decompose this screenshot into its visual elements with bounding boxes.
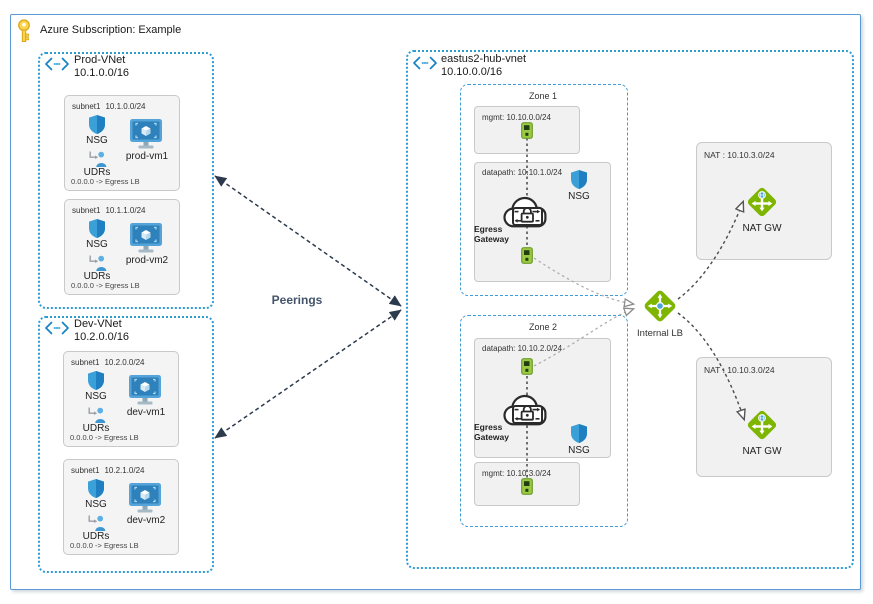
subnet-card: subnet1 10.1.0.0/24 NSG UDRs prod-vm1 0.0… [64,95,180,191]
nsg-shield-icon [89,115,105,134]
internal-lb-label: Internal LB [637,328,683,339]
subnet-name: subnet1 [71,358,100,367]
subnet-title: subnet1 10.1.0.0/24 [72,102,146,111]
vm-label: dev-vm1 [126,407,166,418]
zone1-datapath-label: datapath: 10.10.1.0/24 [482,168,563,177]
key-icon [16,19,32,43]
nic-icon [521,247,533,264]
subnet-name: subnet1 [72,102,101,111]
nat-gateway-icon [744,184,780,220]
route-label: 0.0.0.0 -> Egress LB [71,177,140,186]
udrs-label: UDRs [82,531,110,542]
zone1-label: Zone 1 [528,91,558,101]
nsg-label: NSG [568,191,590,202]
dev-vnet-name: Dev-VNet [74,318,122,330]
subnet-cidr: 10.1.0.0/24 [105,102,146,111]
nic-icon [521,122,533,139]
nsg-shield-icon [571,424,587,443]
egress-gateway-label: Egress Gateway [474,224,509,244]
prod-vnet-cidr: 10.1.0.0/16 [74,67,130,79]
subnet-title: subnet1 10.2.1.0/24 [71,466,145,475]
udr-icon [87,254,107,271]
vnet-icon [412,56,438,70]
subnet-name: subnet1 [72,206,101,215]
route-label: 0.0.0.0 -> Egress LB [71,281,140,290]
hub-vnet-box [406,50,854,569]
vnet-icon [44,321,70,335]
subnet-cidr: 10.1.1.0/24 [105,206,146,215]
udr-icon [87,150,107,167]
zone1-mgmt-label: mgmt: 10.10.0.0/24 [482,113,551,122]
nsg-shield-icon [571,170,587,189]
route-label: 0.0.0.0 -> Egress LB [70,541,139,550]
nic-icon [521,358,533,375]
nsg-label: NSG [86,135,108,146]
subnet-title: subnet1 10.2.0.0/24 [71,358,145,367]
vnet-icon [44,57,70,71]
subnet-name: subnet1 [71,466,100,475]
zone2-label: Zone 2 [528,322,558,332]
subscription-label: Azure Subscription: Example [40,24,182,36]
subnet-card: subnet1 10.2.1.0/24 NSG UDRs dev-vm2 0.0.… [63,459,179,555]
udr-icon [86,406,106,423]
zone2-datapath-label: datapath: 10.10.2.0/24 [482,344,563,353]
nsg-label: NSG [85,499,107,510]
subnet-card: subnet1 10.1.1.0/24 NSG UDRs prod-vm2 0.0… [64,199,180,295]
route-label: 0.0.0.0 -> Egress LB [70,433,139,442]
prod-vnet-box [38,52,214,309]
nsg-shield-icon [89,219,105,238]
internal-lb-icon [640,286,680,326]
subnet-cidr: 10.2.0.0/24 [104,358,145,367]
vm-label: prod-vm2 [125,255,169,266]
nsg-shield-icon [88,371,104,390]
nsg-label: NSG [568,445,590,456]
nat-gw-label: NAT GW [742,223,782,234]
subnet-card: subnet1 10.2.0.0/24 NSG UDRs dev-vm1 0.0.… [63,351,179,447]
prod-vnet-name: Prod-VNet [74,54,126,66]
egress-gateway-label: Egress Gateway [474,422,509,442]
peerings-label: Peerings [271,293,323,307]
nsg-label: NSG [86,239,108,250]
nic-icon [521,478,533,495]
udrs-label: UDRs [82,423,110,434]
vm-icon [129,119,163,149]
subnet-cidr: 10.2.1.0/24 [104,466,145,475]
nsg-shield-icon [88,479,104,498]
hub-vnet-name: eastus2-hub-vnet [441,53,526,65]
nat-subnet-label: NAT : 10.10.3.0/24 [704,365,775,375]
udrs-label: UDRs [83,167,111,178]
dev-vnet-box [38,316,214,573]
udr-icon [86,514,106,531]
hub-vnet-cidr: 10.10.0.0/16 [441,66,503,78]
subnet-title: subnet1 10.1.1.0/24 [72,206,146,215]
nat-gateway-icon [744,407,780,443]
dev-vnet-cidr: 10.2.0.0/16 [74,331,130,343]
vm-icon [129,223,163,253]
nat-gw-label: NAT GW [742,446,782,457]
nsg-label: NSG [85,391,107,402]
udrs-label: UDRs [83,271,111,282]
vm-icon [128,375,162,405]
vm-icon [128,483,162,513]
nat-subnet-label: NAT : 10.10.3.0/24 [704,150,775,160]
vm-label: prod-vm1 [125,151,169,162]
zone2-mgmt-label: mgmt: 10.10.3.0/24 [482,469,551,478]
vm-label: dev-vm2 [126,515,166,526]
